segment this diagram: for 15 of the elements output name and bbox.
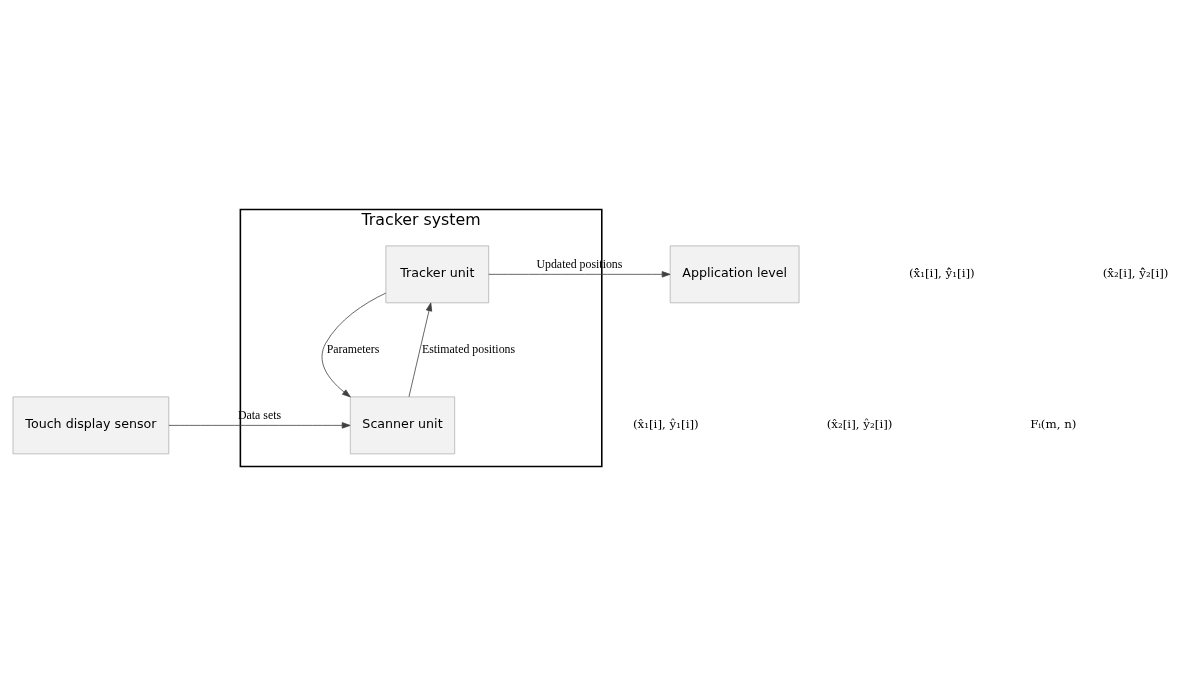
edge-label: Estimated positions xyxy=(421,341,516,356)
label: Fᵢ(m, n) xyxy=(1030,416,1077,431)
label: (x̂̂₂[i], ŷ̂₂[i]) xyxy=(1102,265,1169,280)
arrow xyxy=(408,302,433,397)
label: (x̂₁[i], ŷ₁[i]) xyxy=(632,416,699,431)
edge-label: Parameters xyxy=(326,341,380,356)
node-box: Tracker unit xyxy=(385,244,490,303)
label: (x̂̂₁[i], ŷ̂₁[i]) xyxy=(908,265,975,280)
node-box: Scanner unit xyxy=(349,396,456,454)
node-box: Touch display sensor xyxy=(12,396,170,454)
label: (x̂₂[i], ŷ₂[i]) xyxy=(826,416,893,431)
arrow xyxy=(321,292,387,397)
arrow xyxy=(168,421,351,429)
node-box: Application level xyxy=(669,244,800,303)
arrow xyxy=(488,270,671,277)
